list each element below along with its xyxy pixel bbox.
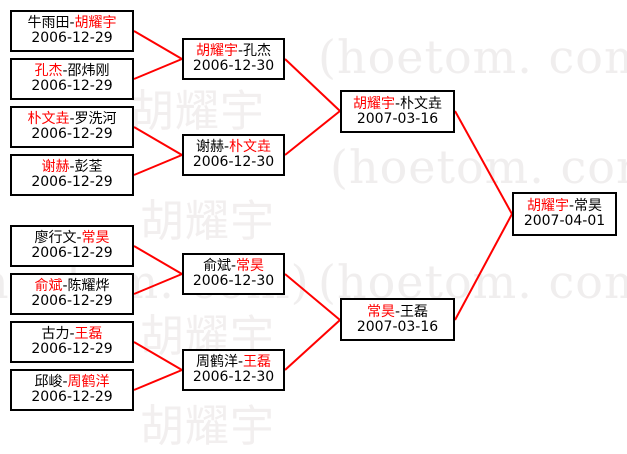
player-name-winner: 孔杰: [34, 63, 63, 80]
player-name-winner: 王磊: [243, 354, 272, 371]
player-name: 邵炜刚: [67, 63, 110, 80]
player-name: 邱峻: [34, 374, 63, 391]
player-name-winner: 常昊: [236, 258, 265, 275]
match-box[interactable]: 胡耀宇-孔杰 2006-12-30: [182, 38, 285, 80]
match-players: 廖行文-常昊: [34, 231, 109, 246]
match-box[interactable]: 常昊-王磊 2007-03-16: [340, 298, 455, 341]
match-date: 2006-12-29: [31, 30, 113, 46]
match-date: 2006-12-29: [31, 341, 113, 357]
match-date: 2006-12-29: [31, 126, 113, 142]
separator: -: [76, 230, 82, 247]
match-box-final[interactable]: 胡耀宇-常昊 2007-04-01: [512, 192, 617, 236]
watermark-text: (hoetom. com): [318, 30, 627, 84]
watermark-text-cn: 胡耀宇: [130, 86, 265, 137]
watermark-text-cn: 胡耀宇: [140, 196, 275, 247]
match-players: 古力-王磊: [41, 327, 102, 342]
match-box[interactable]: 俞斌-常昊 2006-12-30: [182, 253, 285, 295]
player-name: 俞斌: [202, 258, 231, 275]
player-name-winner: 常昊: [81, 230, 110, 247]
player-name: 谢赫: [195, 139, 224, 156]
match-box[interactable]: 谢赫-彭荃 2006-12-29: [10, 154, 134, 196]
player-name: 罗洗河: [74, 111, 117, 128]
player-name-winner: 王磊: [74, 326, 103, 343]
player-name: 彭荃: [74, 159, 103, 176]
match-date: 2006-12-29: [31, 293, 113, 309]
separator: -: [230, 258, 237, 275]
match-players: 俞斌-常昊: [203, 259, 264, 274]
match-box[interactable]: 朴文垚-罗洗河 2006-12-29: [10, 106, 134, 148]
separator: -: [69, 15, 75, 32]
match-players: 谢赫-朴文垚: [196, 140, 271, 155]
match-players: 谢赫-彭荃: [41, 160, 102, 175]
player-name: 廖行文: [34, 230, 77, 247]
player-name: 古力: [41, 326, 70, 343]
player-name: 孔杰: [243, 43, 272, 60]
player-name: 王磊: [400, 303, 429, 320]
separator: -: [62, 278, 68, 295]
separator: -: [62, 63, 68, 80]
match-date: 2006-12-29: [31, 245, 113, 261]
match-box[interactable]: 古力-王磊 2006-12-29: [10, 321, 134, 363]
player-name: 牛雨田: [27, 15, 70, 32]
player-name: 周鹤洋: [195, 354, 238, 371]
player-name-winner: 胡耀宇: [195, 43, 238, 60]
player-name-winner: 周鹤洋: [67, 374, 110, 391]
separator: -: [568, 198, 575, 215]
separator: -: [237, 354, 244, 371]
watermark-text: (hoetom. com): [330, 140, 627, 194]
separator: -: [237, 43, 244, 60]
match-box[interactable]: 牛雨田-胡耀宇 2006-12-29: [10, 10, 134, 52]
match-date: 2006-12-29: [31, 389, 113, 405]
player-name-winner: 俞斌: [34, 278, 63, 295]
separator: -: [69, 326, 75, 343]
match-box[interactable]: 周鹤洋-王磊 2006-12-30: [182, 349, 285, 391]
separator: -: [394, 95, 401, 112]
player-name-winner: 谢赫: [41, 159, 70, 176]
player-name: 陈耀烨: [67, 278, 110, 295]
separator: -: [223, 139, 230, 156]
match-players: 胡耀宇-常昊: [527, 199, 602, 214]
match-box[interactable]: 俞斌-陈耀烨 2006-12-29: [10, 273, 134, 315]
match-date: 2006-12-29: [31, 174, 113, 190]
match-date: 2006-12-30: [192, 273, 275, 289]
player-name: 常昊: [574, 198, 603, 215]
separator: -: [394, 303, 401, 320]
separator: -: [62, 374, 68, 391]
match-date: 2006-12-30: [192, 154, 275, 170]
match-players: 胡耀宇-朴文垚: [352, 95, 443, 112]
separator: -: [69, 159, 75, 176]
match-date: 2007-03-16: [356, 318, 439, 335]
match-players: 朴文垚-罗洗河: [27, 112, 116, 127]
player-name-winner: 朴文垚: [229, 139, 272, 156]
player-name-winner: 胡耀宇: [352, 95, 395, 112]
match-date: 2007-04-01: [523, 213, 606, 229]
player-name: 朴文垚: [400, 95, 443, 112]
match-date: 2006-12-30: [192, 58, 275, 74]
player-name-winner: 朴文垚: [27, 111, 70, 128]
watermark-text-cn: 胡耀宇: [140, 401, 275, 452]
player-name-winner: 胡耀宇: [526, 198, 569, 215]
match-players: 周鹤洋-王磊: [196, 355, 271, 370]
tournament-bracket: (hoetom. com) (hoetom. com) (hoetom. com…: [0, 10, 627, 452]
player-name-winner: 胡耀宇: [74, 15, 117, 32]
match-box[interactable]: 谢赫-朴文垚 2006-12-30: [182, 134, 285, 176]
match-box[interactable]: 孔杰-邵炜刚 2006-12-29: [10, 58, 134, 100]
match-players: 孔杰-邵炜刚: [34, 64, 109, 79]
match-players: 牛雨田-胡耀宇: [27, 16, 116, 31]
separator: -: [69, 111, 75, 128]
match-players: 常昊-王磊: [366, 303, 429, 320]
match-players: 胡耀宇-孔杰: [196, 44, 271, 59]
match-players: 俞斌-陈耀烨: [34, 279, 109, 294]
match-players: 邱峻-周鹤洋: [34, 375, 109, 390]
match-date: 2006-12-29: [31, 78, 113, 94]
match-date: 2006-12-30: [192, 369, 275, 385]
match-box[interactable]: 胡耀宇-朴文垚 2007-03-16: [340, 90, 455, 133]
match-box[interactable]: 邱峻-周鹤洋 2006-12-29: [10, 369, 134, 411]
match-date: 2007-03-16: [356, 110, 439, 127]
player-name-winner: 常昊: [366, 303, 395, 320]
match-box[interactable]: 廖行文-常昊 2006-12-29: [10, 225, 134, 267]
